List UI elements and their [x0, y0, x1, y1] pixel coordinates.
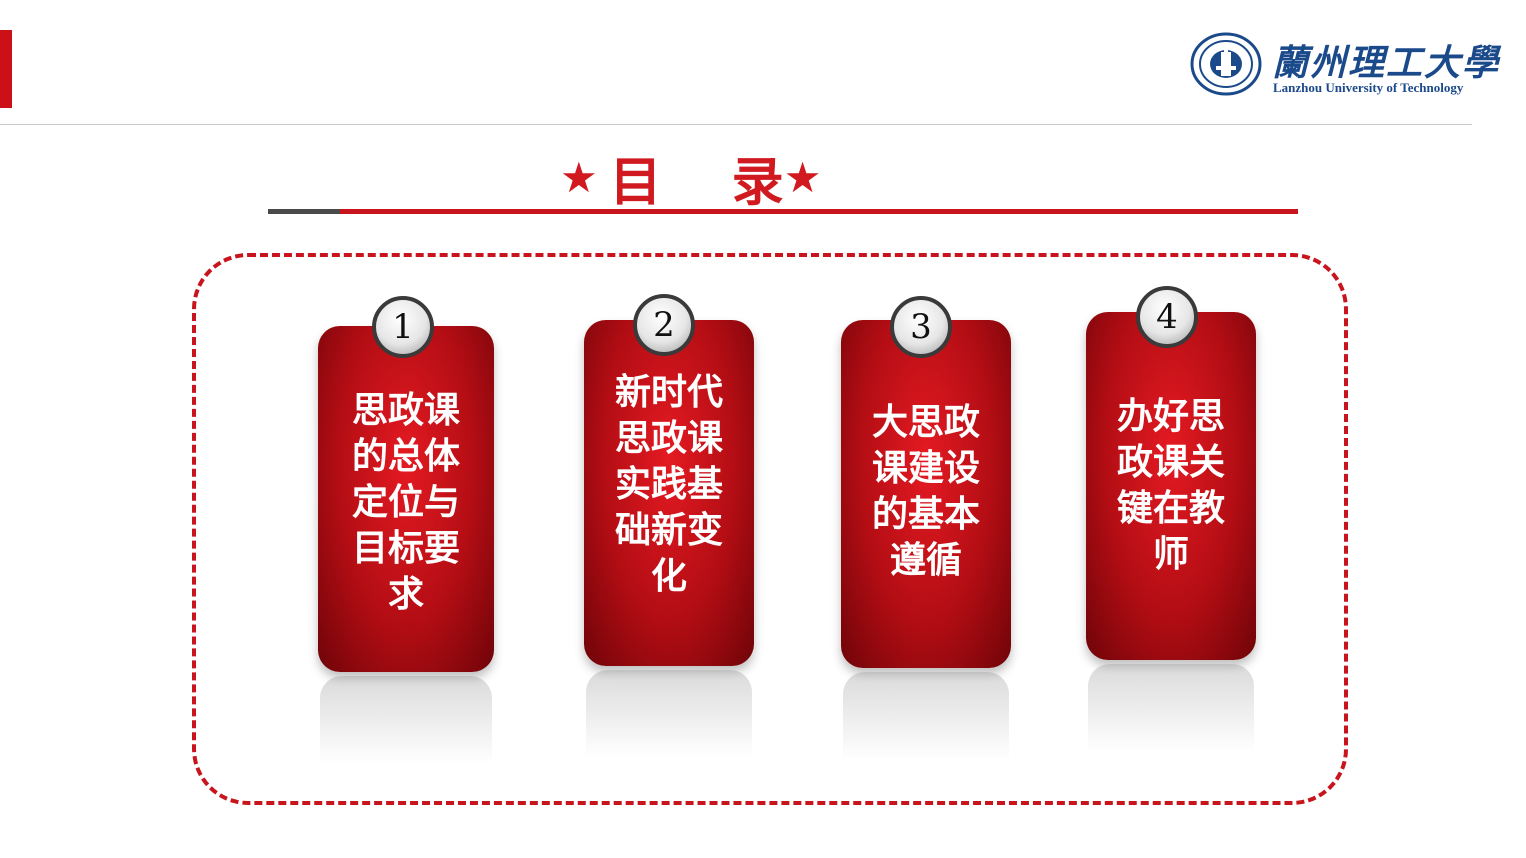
university-logo: 蘭州理工大學 Lanzhou University of Technology — [1190, 32, 1520, 102]
contents-card-1[interactable]: 思政课 的总体 定位与 目标要 求 — [318, 326, 494, 672]
title-underline-accent — [268, 209, 340, 214]
logo-english-name: Lanzhou University of Technology — [1273, 80, 1464, 95]
card-number-badge: 2 — [633, 294, 695, 356]
title-text-1: 目 — [609, 153, 662, 213]
title-underline — [338, 209, 1298, 214]
contents-card-3[interactable]: 大思政 课建设 的基本 遵循 — [841, 320, 1011, 668]
university-seal-icon — [1190, 32, 1262, 96]
star-icon: ★ — [560, 153, 598, 202]
card-number-badge: 1 — [372, 296, 434, 358]
card-title: 大思政 课建设 的基本 遵循 — [871, 402, 980, 581]
card-title: 新时代 思政课 实践基 础新变 化 — [614, 372, 723, 597]
card-reflection — [843, 672, 1009, 760]
contents-card-2[interactable]: 新时代 思政课 实践基 础新变 化 — [584, 320, 754, 666]
card-reflection — [320, 676, 492, 764]
card-title: 思政课 的总体 定位与 目标要 求 — [351, 390, 460, 615]
card-number-badge: 3 — [890, 296, 952, 358]
contents-card-4[interactable]: 办好思 政课关 键在教 师 — [1086, 312, 1256, 660]
page-title: ★目录★ — [560, 140, 920, 213]
card-number-badge: 4 — [1136, 286, 1198, 348]
left-accent-bar — [0, 30, 12, 108]
header-divider — [0, 124, 1472, 125]
card-reflection — [586, 670, 752, 758]
logo-chinese-name: 蘭州理工大學 — [1272, 42, 1501, 84]
star-icon: ★ — [783, 153, 822, 202]
title-text-2: 录 — [731, 153, 784, 213]
card-reflection — [1088, 664, 1254, 752]
contents-frame — [192, 253, 1348, 805]
card-title: 办好思 政课关 键在教 师 — [1116, 396, 1225, 575]
